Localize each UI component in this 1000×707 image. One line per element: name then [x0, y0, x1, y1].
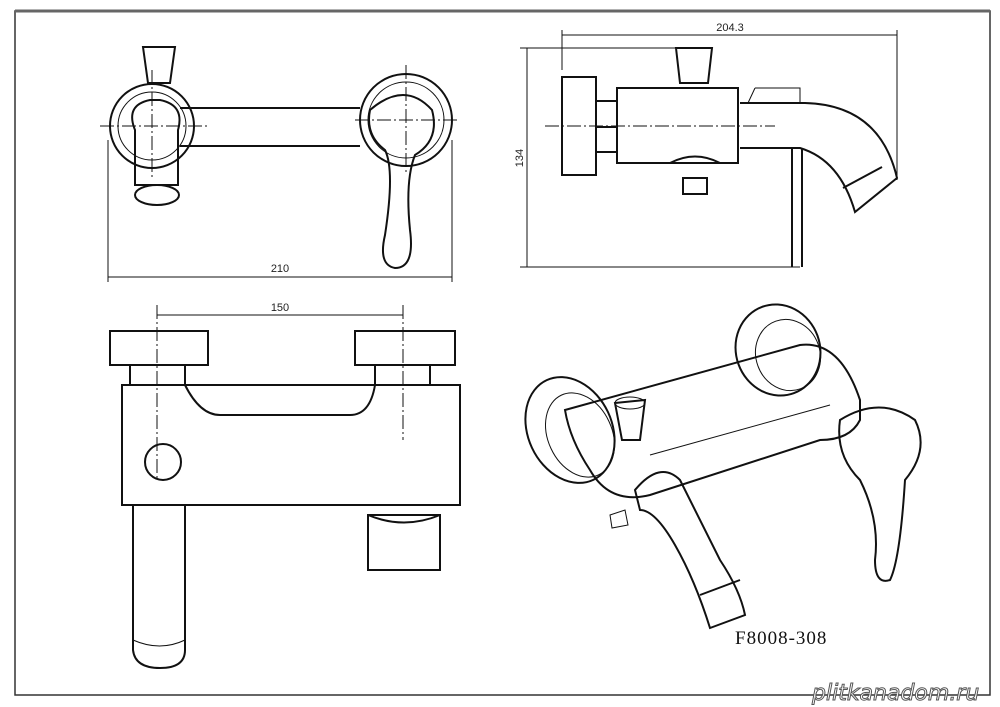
dimension-204-3: 204.3 [716, 22, 744, 34]
watermark: plitkanadom.ru [811, 681, 979, 706]
model-number: F8008-308 [735, 628, 827, 649]
front-view [100, 46, 460, 282]
top-view [109, 305, 461, 670]
isometric-view [524, 303, 922, 630]
dimension-210: 210 [271, 263, 289, 275]
dimension-134: 134 [514, 149, 526, 167]
dimension-150: 150 [271, 302, 289, 314]
side-view [520, 30, 899, 268]
drawing-frame [14, 10, 991, 696]
